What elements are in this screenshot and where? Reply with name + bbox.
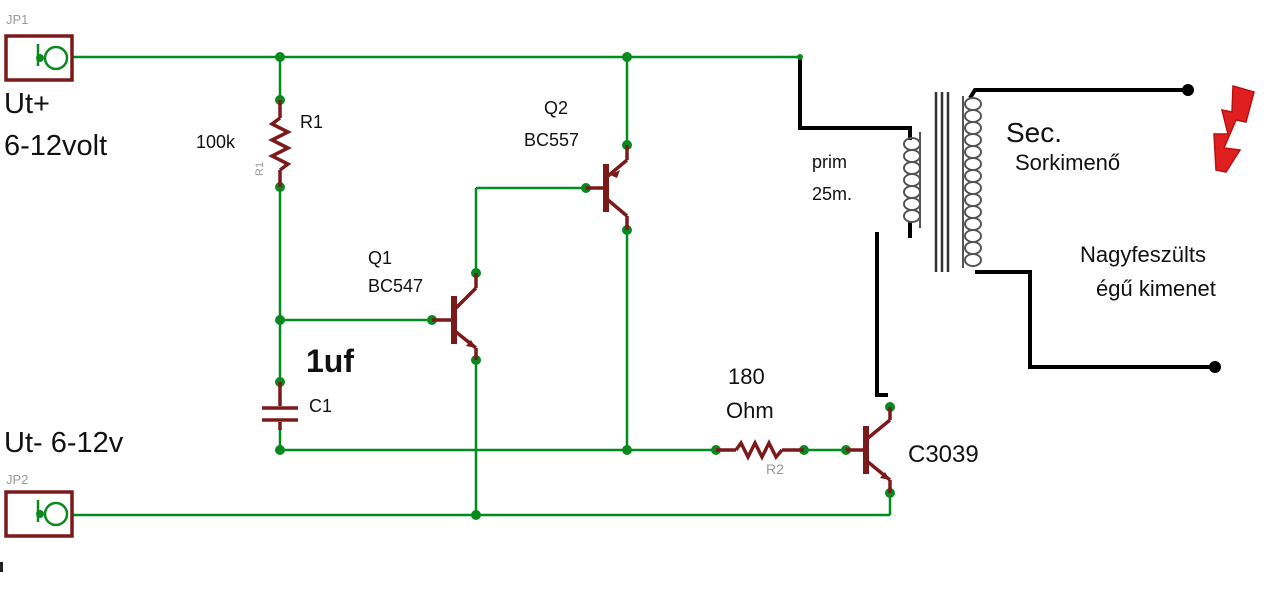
jp2-connector: JP2	[4, 472, 74, 538]
secondary-label-line2: Sorkimenő	[1015, 150, 1120, 175]
q2-ref: Q2	[544, 98, 568, 118]
transformer	[903, 92, 982, 272]
q3-part: C3039	[908, 441, 979, 468]
jp2-label: Ut- 6-12v	[4, 427, 124, 459]
r1-resistor	[268, 100, 292, 187]
r2-resistor	[716, 439, 804, 461]
output-label-line2: égű kimenet	[1096, 276, 1216, 301]
edge-mark	[0, 562, 3, 572]
lightning-bolt-icon	[1213, 85, 1255, 173]
jp1-label-line1: Ut+	[4, 88, 50, 120]
primary-label-line1: prim	[812, 152, 847, 172]
primary-label-line2: 25m.	[812, 184, 852, 204]
bold-wires	[798, 57, 1215, 397]
jp1-ref: JP1	[6, 12, 28, 27]
q3-transistor	[846, 407, 892, 493]
c1-ref: C1	[309, 396, 332, 416]
q2-part: BC557	[524, 130, 579, 150]
q1-transistor	[432, 273, 478, 360]
jp1-connector: JP1	[4, 12, 74, 82]
secondary-label-line1: Sec.	[1006, 117, 1062, 148]
r2-value-line2: Ohm	[726, 398, 774, 423]
secondary-coil	[962, 96, 982, 268]
output-label-line1: Nagyfeszülts	[1080, 242, 1206, 267]
q2-transistor	[586, 145, 629, 230]
q1-part: BC547	[368, 276, 423, 296]
r1-ref: R1	[300, 112, 323, 132]
r2-value-line1: 180	[728, 364, 765, 389]
output-terminals	[1182, 84, 1221, 373]
r1-ref-small: R1	[254, 162, 266, 176]
primary-coil	[903, 132, 921, 228]
jp1-label-line2: 6-12volt	[4, 130, 107, 162]
r1-value: 100k	[196, 132, 236, 152]
r2-ref: R2	[766, 461, 784, 477]
jp2-ref: JP2	[6, 472, 28, 487]
c1-capacitor	[262, 382, 298, 430]
q1-ref: Q1	[368, 248, 392, 268]
c1-value: 1uf	[306, 343, 354, 379]
